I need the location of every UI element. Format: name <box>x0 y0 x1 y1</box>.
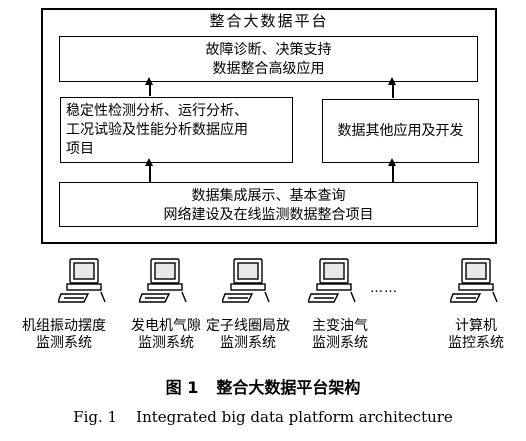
system-label-5: 计算机 监控系统 <box>432 318 520 352</box>
arrow-right-to-top <box>389 77 395 98</box>
system-label-5-line-1: 计算机 <box>455 318 497 334</box>
arrow-left-to-top <box>146 77 152 96</box>
data-integration-line-1: 数据集成展示、基本查询 <box>191 188 346 204</box>
figure-number: 图 1 <box>165 378 199 397</box>
figure-title-cn: 整合大数据平台架构 <box>216 378 361 397</box>
computer-icon-2 <box>139 258 187 303</box>
data-integration-line-2: 网络建设及在线监测数据整合项目 <box>163 207 374 223</box>
system-label-3-line-2: 监测系统 <box>220 335 276 351</box>
stability-analysis-line-2: 工况试验及性能分析数据应用 <box>66 122 248 138</box>
system-label-2: 发电机气隙 监测系统 <box>120 318 212 352</box>
stability-analysis-line-1: 稳定性检测分析、运行分析、 <box>66 103 248 119</box>
computer-icon-3 <box>222 258 270 303</box>
arrow-bottom-to-right <box>389 158 395 182</box>
system-label-1: 机组振动摆度 监测系统 <box>6 318 122 352</box>
system-label-2-line-2: 监测系统 <box>138 335 194 351</box>
system-label-3-line-1: 定子线圈局放 <box>206 318 290 334</box>
arrow-bottom-to-left <box>146 158 152 182</box>
system-label-1-line-1: 机组振动摆度 <box>22 318 106 334</box>
system-label-4-line-2: 监测系统 <box>312 335 368 351</box>
stability-analysis-box: 稳定性检测分析、运行分析、 工况试验及性能分析数据应用 项目 <box>60 97 293 163</box>
system-label-2-line-1: 发电机气隙 <box>131 318 201 334</box>
platform-frame <box>41 8 497 244</box>
figure-caption-en: Fig. 1 Integrated big data platform arch… <box>73 408 453 426</box>
system-label-5-line-2: 监控系统 <box>448 335 504 351</box>
other-applications-label: 数据其他应用及开发 <box>337 123 464 139</box>
computer-icon-1 <box>58 258 106 303</box>
other-applications-box: 数据其他应用及开发 <box>322 99 479 163</box>
data-integration-box: 数据集成展示、基本查询 网络建设及在线监测数据整合项目 <box>59 182 478 227</box>
system-label-4-line-1: 主变油气 <box>312 318 368 334</box>
figure-caption-cn: 图 1 整合大数据平台架构 <box>0 380 526 396</box>
decision-support-box: 故障诊断、决策支持 数据整合高级应用 <box>59 36 478 82</box>
system-label-4: 主变油气 监测系统 <box>298 318 382 352</box>
computer-icon-4 <box>308 258 356 303</box>
system-label-1-line-2: 监测系统 <box>36 335 92 351</box>
stability-analysis-line-3: 项目 <box>66 141 94 157</box>
system-label-3: 定子线圈局放 监测系统 <box>196 318 300 352</box>
decision-support-line-1: 故障诊断、决策支持 <box>205 42 332 58</box>
computer-icon-5 <box>450 258 498 303</box>
ellipsis: …… <box>370 281 398 296</box>
platform-title: 整合大数据平台 <box>209 12 329 30</box>
decision-support-line-2: 数据整合高级应用 <box>212 61 325 77</box>
